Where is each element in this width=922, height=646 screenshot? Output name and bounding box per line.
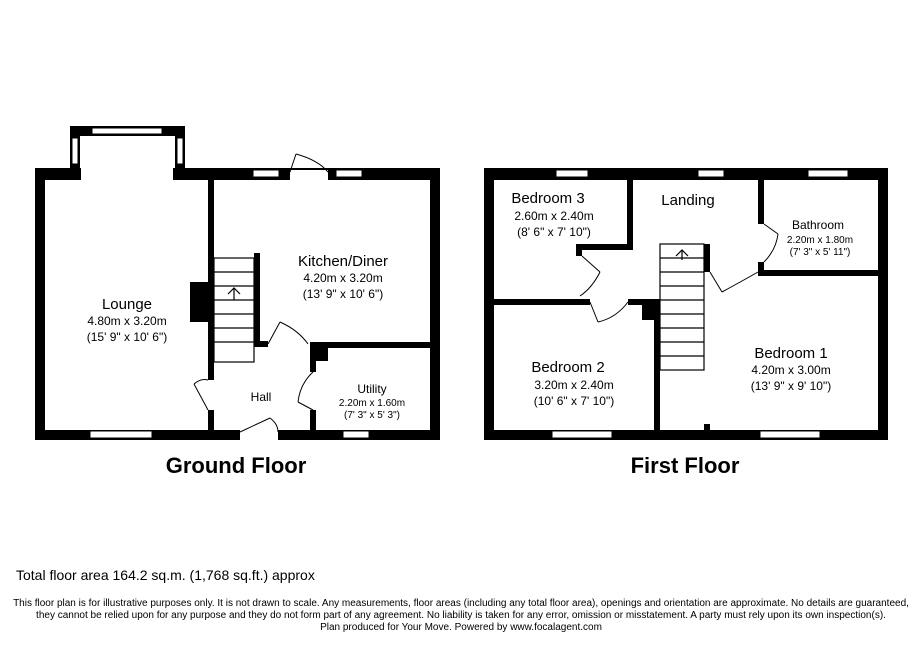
bathroom-metric-size: 2.20m x 1.80m (787, 235, 853, 246)
ground-floor-plan: Lounge 4.80m x 3.20m (15' 9" x 10' 6") K… (35, 126, 440, 478)
ground-floor-windows (71, 127, 370, 439)
lounge-name: Lounge (102, 296, 152, 313)
ground-floor-stairs (213, 257, 255, 363)
bedroom-3-name: Bedroom 3 (511, 190, 584, 207)
bathroom-name: Bathroom (792, 218, 844, 232)
first-floor-title: First Floor (631, 453, 740, 478)
bedroom-2-imperial-size: (10' 6" x 7' 10") (534, 394, 614, 408)
disclaimer: This floor plan is for illustrative purp… (0, 598, 922, 634)
ground-floor-title: Ground Floor (166, 453, 307, 478)
total-floor-area: Total floor area 164.2 sq.m. (1,768 sq.f… (16, 567, 315, 583)
disclaimer-line: they cannot be relied upon for any purpo… (36, 610, 886, 621)
first-floor-stairs (659, 243, 705, 371)
kitchen-diner-imperial-size: (13' 9" x 10' 6") (303, 287, 383, 301)
bedroom-2-metric-size: 3.20m x 2.40m (534, 378, 613, 392)
lounge-metric-size: 4.80m x 3.20m (87, 314, 166, 328)
kitchen-diner-name: Kitchen/Diner (298, 253, 388, 270)
first-floor-doors (579, 223, 779, 323)
utility-metric-size: 2.20m x 1.60m (339, 398, 405, 409)
lounge-imperial-size: (15' 9" x 10' 6") (87, 330, 167, 344)
bedroom-3-metric-size: 2.60m x 2.40m (514, 209, 593, 223)
landing-name: Landing (661, 192, 714, 209)
utility-name: Utility (357, 382, 386, 396)
disclaimer-line: This floor plan is for illustrative purp… (13, 598, 909, 609)
first-floor-windows (551, 169, 849, 439)
utility-imperial-size: (7' 3" x 5' 3") (344, 410, 400, 421)
disclaimer-line: Plan produced for Your Move. Powered by … (320, 622, 602, 633)
hall-name: Hall (251, 390, 272, 404)
bedroom-1-metric-size: 4.20m x 3.00m (751, 363, 830, 377)
kitchen-diner-metric-size: 4.20m x 3.20m (303, 271, 382, 285)
bathroom-imperial-size: (7' 3" x 5' 11") (790, 247, 851, 258)
bedroom-1-name: Bedroom 1 (754, 345, 827, 362)
bedroom-1-imperial-size: (13' 9" x 9' 10") (751, 379, 831, 393)
bedroom-3-imperial-size: (8' 6" x 7' 10") (517, 225, 591, 239)
ground-floor-doors (193, 153, 329, 440)
first-floor-plan: Bedroom 3 2.60m x 2.40m (8' 6" x 7' 10")… (484, 168, 888, 478)
bedroom-2-name: Bedroom 2 (531, 359, 604, 376)
